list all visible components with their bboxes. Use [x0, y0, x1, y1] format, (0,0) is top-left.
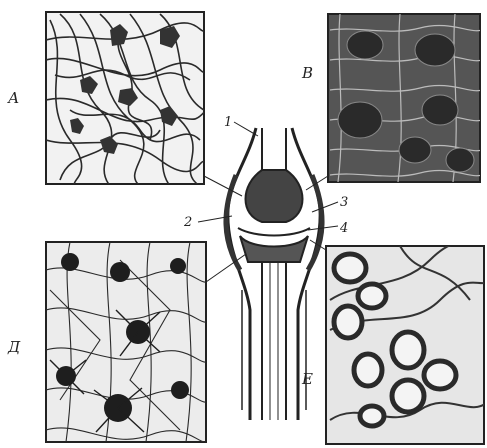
panel-label-c: Д [7, 338, 21, 356]
panel-label-a: А [7, 89, 19, 107]
panel-a-connective-tissue [46, 12, 206, 190]
panel-label-b: В [301, 64, 313, 82]
joint-label-3: 3 [340, 195, 348, 210]
joint-label-2: 2 [183, 215, 192, 230]
panel-c-bone [46, 242, 210, 442]
panel-b-cartilage [328, 14, 482, 182]
panel-label-d: Е [301, 370, 313, 388]
joint-label-4: 4 [339, 221, 348, 236]
panel-d-fat-cells [326, 240, 487, 444]
joint-label-1: 1 [224, 115, 232, 130]
